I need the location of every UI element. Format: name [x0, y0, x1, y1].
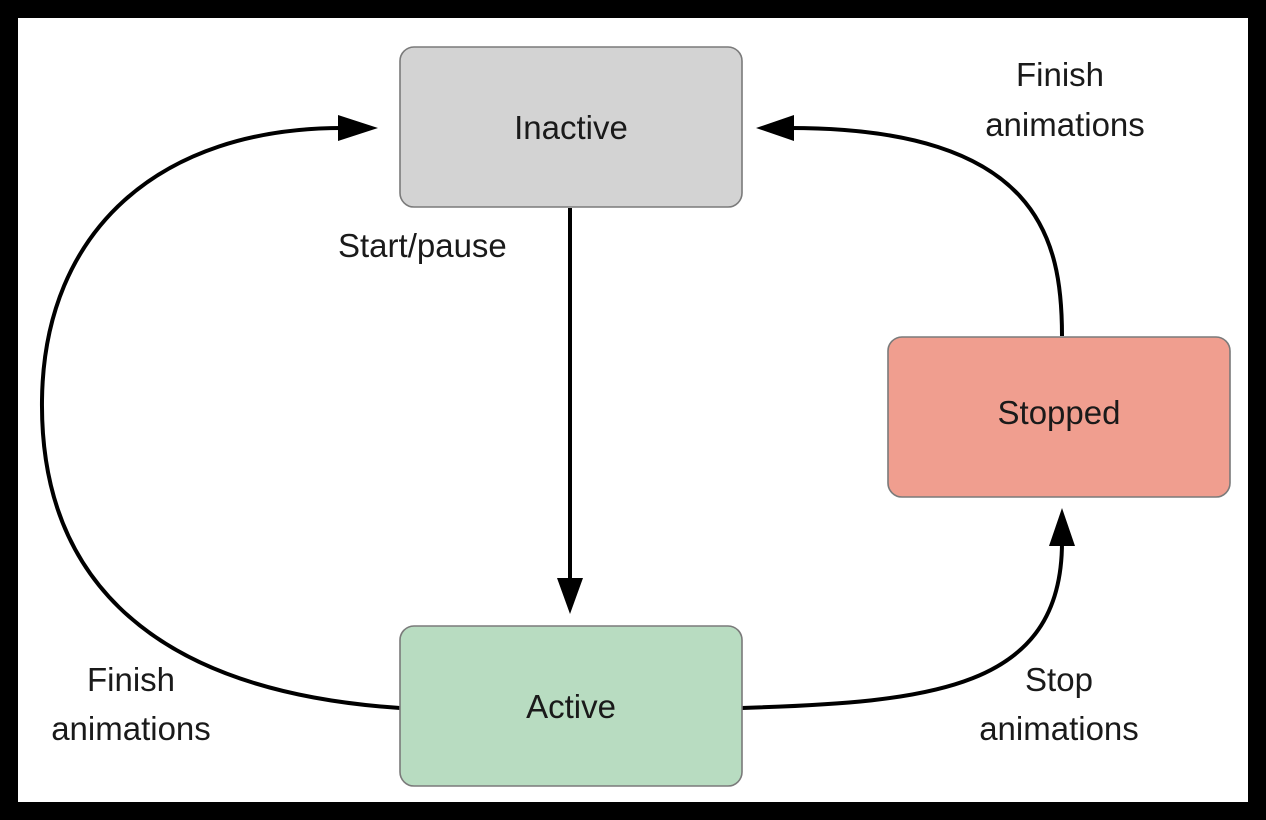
node-inactive-box: [399, 46, 743, 208]
edge-start-pause-arrowhead: [557, 578, 583, 614]
edge-finish-right-curve: [789, 126, 1064, 337]
edge-finish-left-arrowhead: [338, 115, 378, 141]
edge-finish-right-label-line2: animations: [985, 106, 1145, 143]
node-stopped-label: Stopped: [998, 394, 1121, 431]
edge-start-pause: Start/pause: [338, 208, 583, 614]
edge-finish-left-label-line2: animations: [51, 710, 211, 747]
edge-finish-right-arrowhead: [756, 115, 794, 141]
edge-finish-right: Finish animations: [756, 56, 1145, 337]
node-inactive: Inactive: [399, 46, 743, 208]
edge-stop-label-line2: animations: [979, 710, 1139, 747]
edge-stop-curve: [741, 541, 1064, 710]
edge-start-pause-label: Start/pause: [338, 227, 507, 264]
node-stopped: Stopped: [887, 336, 1231, 498]
edge-finish-left-curve: [39, 126, 401, 710]
node-inactive-label: Inactive: [514, 109, 628, 146]
edge-stop-arrowhead: [1049, 508, 1075, 546]
edge-finish-left-label-line1: Finish: [87, 661, 175, 698]
node-active: Active: [399, 625, 743, 787]
node-stopped-box: [887, 336, 1231, 498]
edge-stop-label-line1: Stop: [1025, 661, 1093, 698]
edge-finish-left: Finish animations: [39, 115, 401, 747]
edge-stop: Stop animations: [741, 508, 1139, 747]
node-active-label: Active: [526, 688, 616, 725]
edge-finish-right-label-line1: Finish: [1016, 56, 1104, 93]
node-active-box: [399, 625, 743, 787]
